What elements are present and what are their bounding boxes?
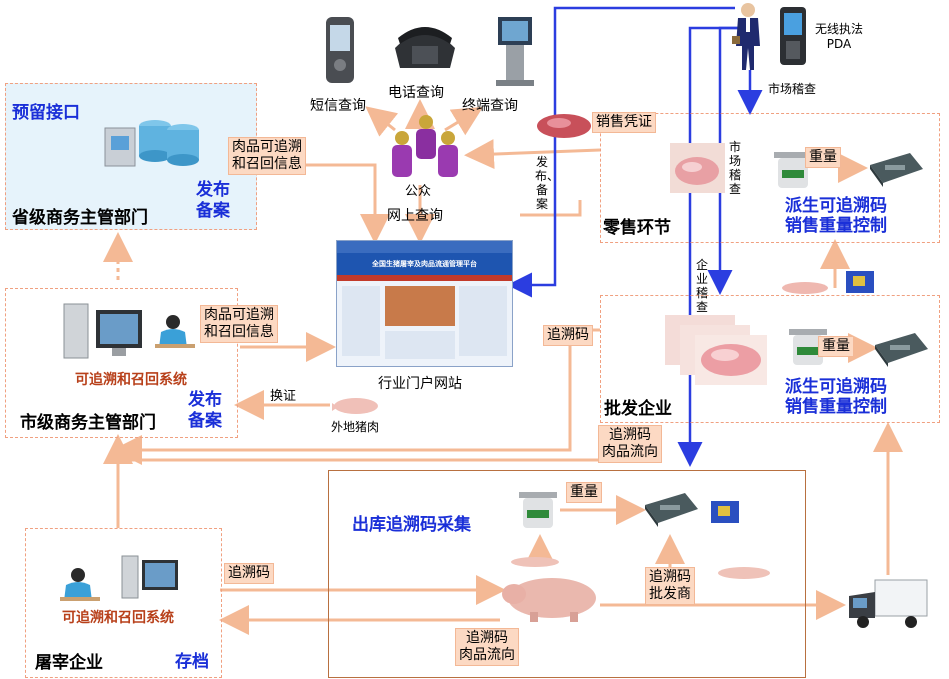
retail-box — [600, 113, 940, 243]
raw-meat-icon — [535, 110, 593, 140]
ic-card-icon — [845, 270, 875, 294]
pda-icon — [778, 5, 808, 67]
arrow-public-to-terminal — [444, 106, 484, 136]
city-meat-info-tag: 肉品可追溯 和召回信息 — [200, 305, 278, 343]
slaughter-traceability-system-label: 可追溯和召回系统 — [62, 610, 174, 626]
city-dept-box — [5, 288, 238, 438]
exchange-cert-label: 换证 — [270, 389, 297, 404]
city-computer-icon — [62, 300, 147, 362]
arrow-public-to-sms — [365, 106, 399, 137]
arrow-province-to-portal — [255, 163, 390, 244]
city-publish-filing: 发布 备案 — [188, 390, 222, 431]
mobile-phone-icon — [322, 15, 358, 85]
wholesale-scale-icon — [785, 325, 831, 370]
outbound-title: 出库追溯码采集 — [352, 515, 471, 535]
retail-market-inspection-vertical: 市场稽查 — [728, 140, 741, 196]
portal-header: 全国生猪屠宰及肉品流通管理平台 — [337, 253, 512, 275]
online-query-label: 网上查询 — [387, 208, 443, 224]
pig-carcass-icon — [500, 572, 600, 624]
sms-query-label: 短信查询 — [310, 98, 366, 114]
wholesale-box — [600, 295, 940, 423]
slaughter-operator-icon — [60, 565, 100, 605]
slaughter-archive: 存档 — [175, 652, 209, 672]
slaughter-trace-code-tag: 追溯码 — [224, 563, 274, 584]
outbound-trace-flow-tag: 追溯码 肉品流向 — [455, 628, 519, 666]
arrow-retail-to-public — [464, 139, 601, 170]
other-pork-label: 外地猪肉 — [331, 420, 380, 434]
wholesale-trace-code-tag: 追溯码 — [543, 325, 593, 346]
wholesale-card-reader-icon — [870, 325, 930, 370]
meat-piece-outbound-icon — [715, 565, 773, 581]
small-pig-icon — [508, 555, 563, 569]
outbound-weight-tag: 重量 — [566, 482, 602, 503]
kiosk-terminal-icon — [488, 12, 540, 87]
database-icon — [95, 108, 205, 173]
outbound-box — [328, 470, 806, 678]
wholesale-derive-trace: 派生可追溯码 销售重量控制 — [785, 377, 887, 417]
delivery-truck-icon — [845, 578, 930, 630]
retail-meat-photo — [670, 143, 725, 193]
officer-icon — [732, 2, 764, 72]
province-meat-info-tag: 肉品可追溯 和召回信息 — [228, 137, 306, 175]
public-label: 公众 — [405, 184, 432, 199]
portal-screenshot: 全国生猪屠宰及肉品流通管理平台 — [336, 240, 513, 367]
desk-phone-icon — [390, 18, 460, 73]
arrow-officer-to-portal — [507, 6, 735, 298]
meat-piece-icon — [780, 280, 830, 296]
wholesale-weight-tag: 重量 — [818, 336, 854, 357]
wholesale-trace-flow-tag: 追溯码 肉品流向 — [598, 425, 662, 463]
retail-derive-trace: 派生可追溯码 销售重量控制 — [785, 196, 887, 236]
slaughter-title: 屠宰企业 — [35, 653, 103, 673]
city-dept-title: 市级商务主管部门 — [20, 413, 156, 433]
outbound-trace-wholesaler-tag: 追溯码 批发商 — [645, 567, 695, 605]
retail-card-reader-icon — [865, 145, 925, 190]
line-retail-record — [520, 200, 582, 217]
publish-record-vertical: 发布、备案 — [535, 155, 560, 211]
slaughter-box — [25, 528, 222, 678]
city-traceability-system-label: 可追溯和召回系统 — [75, 372, 187, 388]
outbound-ic-card-icon — [710, 500, 740, 524]
enterprise-inspection-vertical: 企业稽查 — [695, 258, 708, 314]
retail-scale-icon — [770, 148, 816, 193]
retail-weight-tag: 重量 — [805, 147, 841, 168]
outbound-scale-icon — [515, 488, 561, 533]
wholesale-title: 批发企业 — [604, 399, 672, 419]
public-people-icon — [388, 112, 463, 182]
province-dept-box — [5, 83, 257, 230]
slaughter-computer-icon — [120, 552, 180, 602]
sales-voucher-tag: 销售凭证 — [592, 112, 656, 133]
retail-section-title: 零售环节 — [603, 218, 671, 238]
phone-query-label: 电话查询 — [388, 85, 444, 101]
wireless-pda-label: 无线执法 PDA — [815, 22, 864, 51]
portal-label: 行业门户网站 — [378, 376, 462, 392]
city-operator-icon — [155, 312, 195, 352]
province-publish-filing: 发布 备案 — [196, 180, 230, 221]
outbound-card-reader-icon — [640, 485, 700, 530]
province-dept-title: 省级商务主管部门 — [12, 208, 148, 228]
other-pork-icon — [330, 393, 382, 417]
wholesale-meat-photo — [665, 315, 770, 387]
terminal-query-label: 终端查询 — [462, 98, 518, 114]
market-inspection-label: 市场稽查 — [768, 82, 817, 96]
reserved-interface-label: 预留接口 — [12, 103, 80, 123]
